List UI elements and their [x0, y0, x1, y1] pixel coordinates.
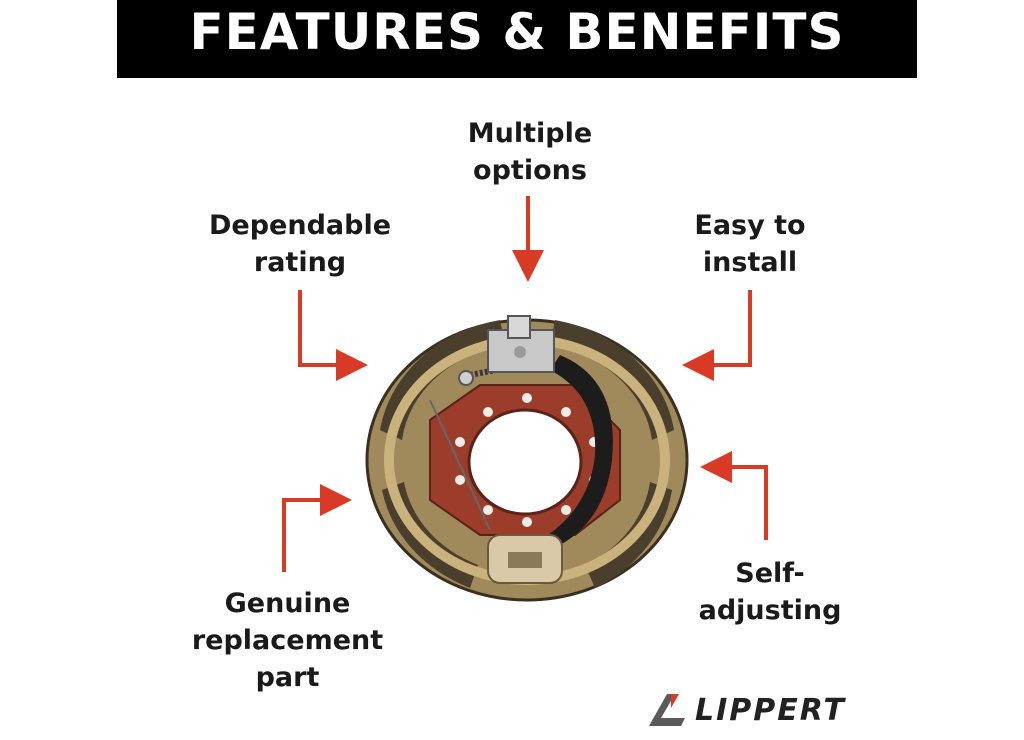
feature-easy-to-install: Easy to install: [694, 210, 806, 278]
brake-assembly: [365, 315, 689, 602]
brand-logo: LIPPERT: [645, 688, 885, 732]
arrow-self: [700, 451, 768, 540]
arrow-dependable: [298, 290, 368, 381]
header-banner: FEATURES & BENEFITS: [117, 0, 917, 78]
arrow-genuine: [282, 484, 352, 572]
lippert-logo-icon: [649, 694, 685, 726]
arrow-easy: [682, 290, 752, 381]
brand-name: LIPPERT: [695, 692, 846, 728]
feature-self-adjusting: Self- adjusting: [698, 558, 842, 626]
feature-genuine-replacement-part: Genuine replacement part: [191, 588, 384, 693]
page-title: FEATURES & BENEFITS: [189, 3, 845, 61]
feature-dependable-rating: Dependable rating: [208, 210, 392, 278]
feature-multiple-options: Multiple options: [467, 118, 593, 186]
